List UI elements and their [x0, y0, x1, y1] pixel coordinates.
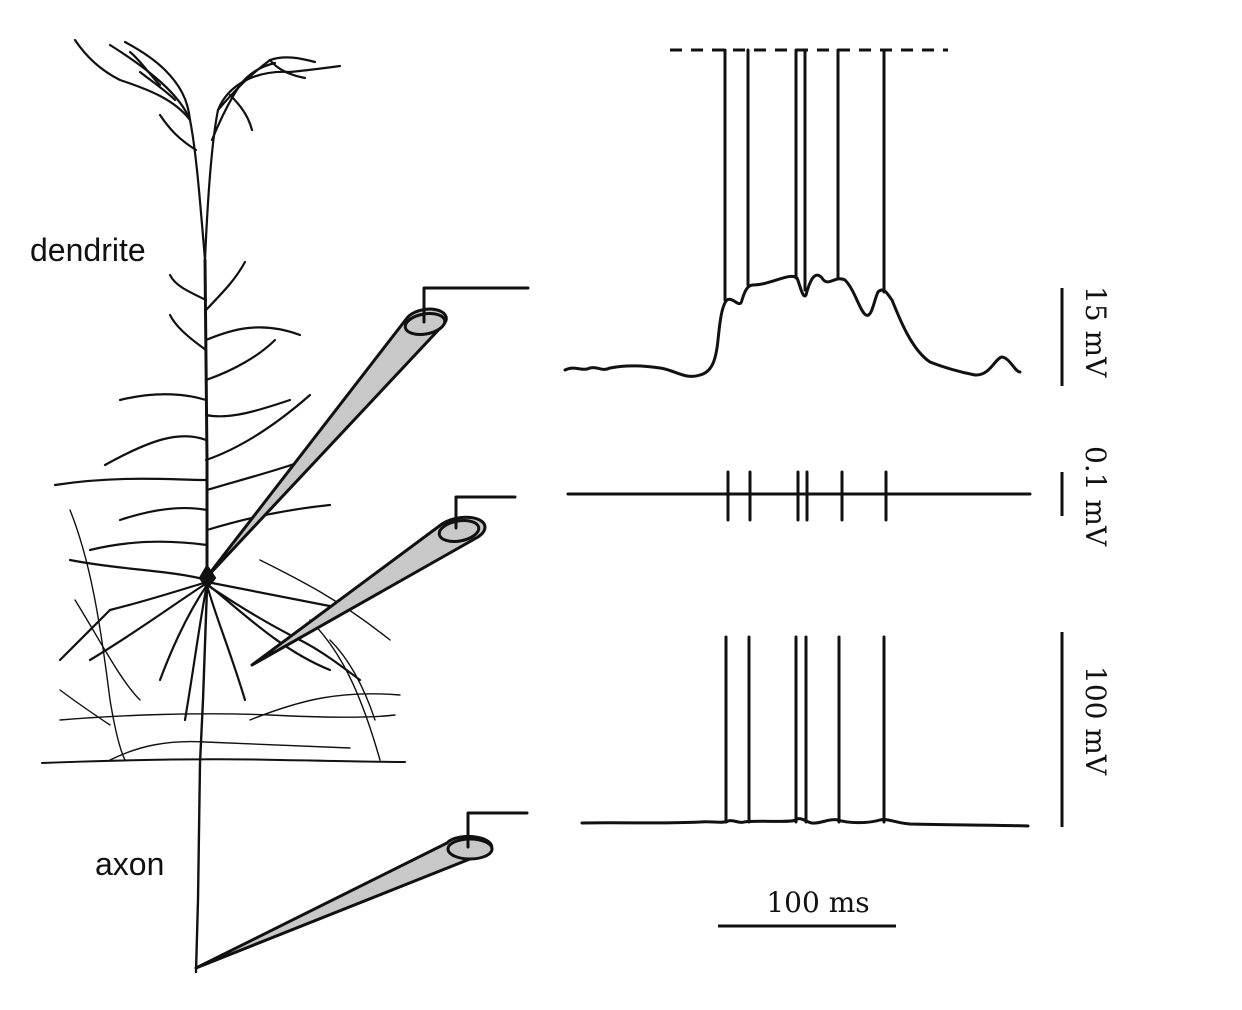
soma-pipette	[250, 495, 517, 667]
axonal-voltage-trace	[580, 635, 1030, 828]
extracellular-spike-ticks	[726, 470, 888, 522]
oblique-dendrites	[53, 260, 332, 552]
axon-pipette	[194, 811, 529, 970]
extracellular-trace	[566, 470, 1032, 522]
dendrite-pipette	[204, 286, 530, 580]
scale-label-15mv: 15 mV	[1079, 286, 1112, 378]
axonal-spike-lines	[724, 635, 886, 824]
axon-bottom-collateral	[41, 758, 406, 764]
dendrite-label: dendrite	[30, 232, 146, 268]
main-axon	[194, 586, 209, 974]
scale-label-100mv: 100 mV	[1079, 666, 1112, 776]
dendritic-spike-lines	[723, 48, 886, 302]
basal-dendrites	[58, 558, 362, 722]
scale-label-0-1mv: 0.1 mV	[1079, 446, 1112, 547]
scale-label-100ms: 100 ms	[766, 886, 869, 919]
apical-tuft	[73, 38, 342, 262]
pyramidal-neuron-drawing	[41, 38, 406, 974]
dendritic-voltage-trace	[563, 48, 1022, 378]
axon-collaterals	[59, 509, 401, 761]
axon-label: axon	[95, 846, 164, 882]
